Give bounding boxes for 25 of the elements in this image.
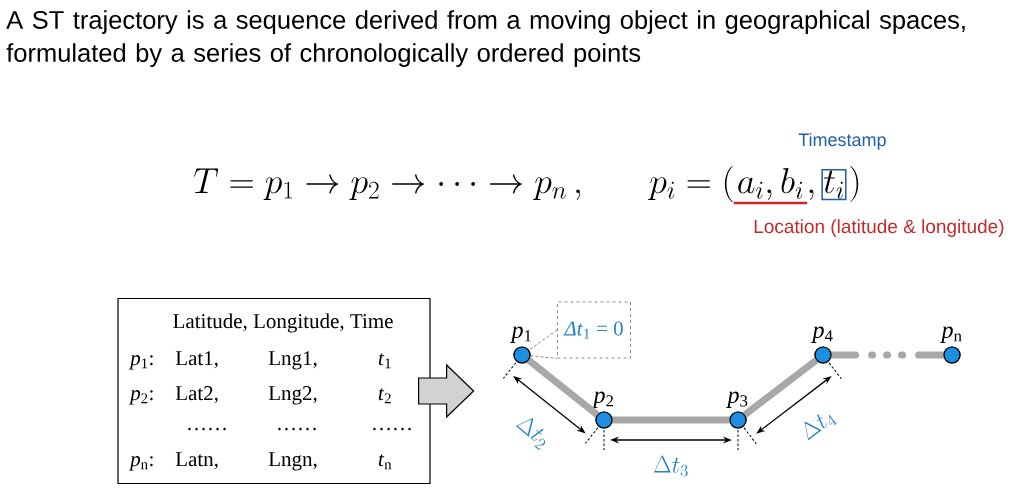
- trajectory-segment: [741, 356, 820, 419]
- formula: $a_i, b_i$: [738, 168, 803, 200]
- title: A ST trajectory is a sequence derived from a moving object in geographical spaces, formulated by a series of chronologically ordered points: [6, 10, 965, 67]
- dimension-label: $\Delta t_4$: [804, 414, 838, 441]
- node-label: p$_{n}$: [940, 326, 962, 343]
- boxed-term: $t_i$: [821, 169, 847, 201]
- block-arrow: [418, 363, 475, 419]
- leader-line: [528, 329, 558, 359]
- formula: $p_i = ($: [648, 166, 733, 202]
- trajectory-segment: [525, 356, 601, 419]
- formula: $)$: [850, 166, 859, 202]
- node-label: p$_{3}$: [726, 391, 748, 408]
- trajectory-segment: [828, 351, 947, 359]
- annotation-text: Timestamp: [798, 132, 886, 150]
- trajectory-segment: [609, 416, 733, 424]
- data-table: Latitude, Longitude, Time p$_{1}$: Lat1, Lng1, t$_{1}$ p$_{2}$: Lat2, Lng2, t$_{2}$ …… …… …… p$_{n}$: Latn, Lngn, t$_{n}$: [117, 297, 431, 485]
- dimension-label: $\Delta t_2$: [515, 418, 546, 450]
- node-label: p$_{1}$: [510, 326, 531, 343]
- annotation-text: Location (latitude & longitude): [754, 219, 1004, 237]
- node-label: p$_{4}$: [811, 326, 833, 343]
- callout-box: Δt$_{1}$ = 0: [557, 301, 631, 359]
- node-label: p$_{2}$: [592, 391, 614, 408]
- formula: $,$: [809, 189, 814, 200]
- formula: $T = p_1 \rightarrow p_2 \rightarrow \cdots \rightarrow p_n \, ,$: [194, 168, 581, 200]
- dimension-label: $\Delta t_3$: [654, 455, 688, 477]
